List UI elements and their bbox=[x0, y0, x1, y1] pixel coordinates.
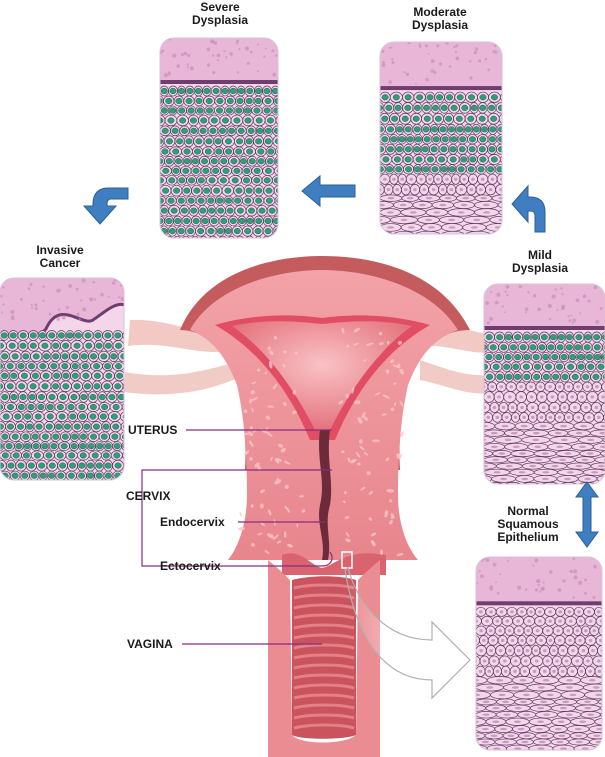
arrow-mild-to-moderate bbox=[512, 186, 545, 232]
label-ectocervix: Ectocervix bbox=[160, 560, 221, 573]
arrow-severe-to-invasive bbox=[84, 188, 128, 224]
panel-severe-dysplasia bbox=[155, 37, 288, 247]
label-uterus: UTERUS bbox=[128, 424, 177, 437]
panel-moderate-dysplasia bbox=[367, 40, 525, 239]
label-moderate-dysplasia: Moderate Dysplasia bbox=[390, 6, 490, 32]
label-vagina: VAGINA bbox=[127, 638, 173, 651]
arrow-moderate-to-severe bbox=[302, 176, 355, 206]
label-endocervix: Endocervix bbox=[160, 516, 225, 529]
panel-normal-epithelium bbox=[463, 556, 605, 752]
label-mild-dysplasia: Mild Dysplasia bbox=[485, 249, 595, 275]
label-severe-dysplasia: Severe Dysplasia bbox=[170, 1, 270, 27]
left-tube-lower bbox=[124, 362, 238, 394]
panel-mild-dysplasia bbox=[471, 284, 605, 489]
label-normal-epithelium: Normal Squamous Epithelium bbox=[478, 505, 578, 544]
arrow-normal-mild bbox=[576, 482, 598, 547]
label-cervix: CERVIX bbox=[126, 490, 170, 503]
panel-invasive-cancer bbox=[0, 278, 134, 481]
label-invasive-cancer: Invasive Cancer bbox=[10, 244, 110, 270]
